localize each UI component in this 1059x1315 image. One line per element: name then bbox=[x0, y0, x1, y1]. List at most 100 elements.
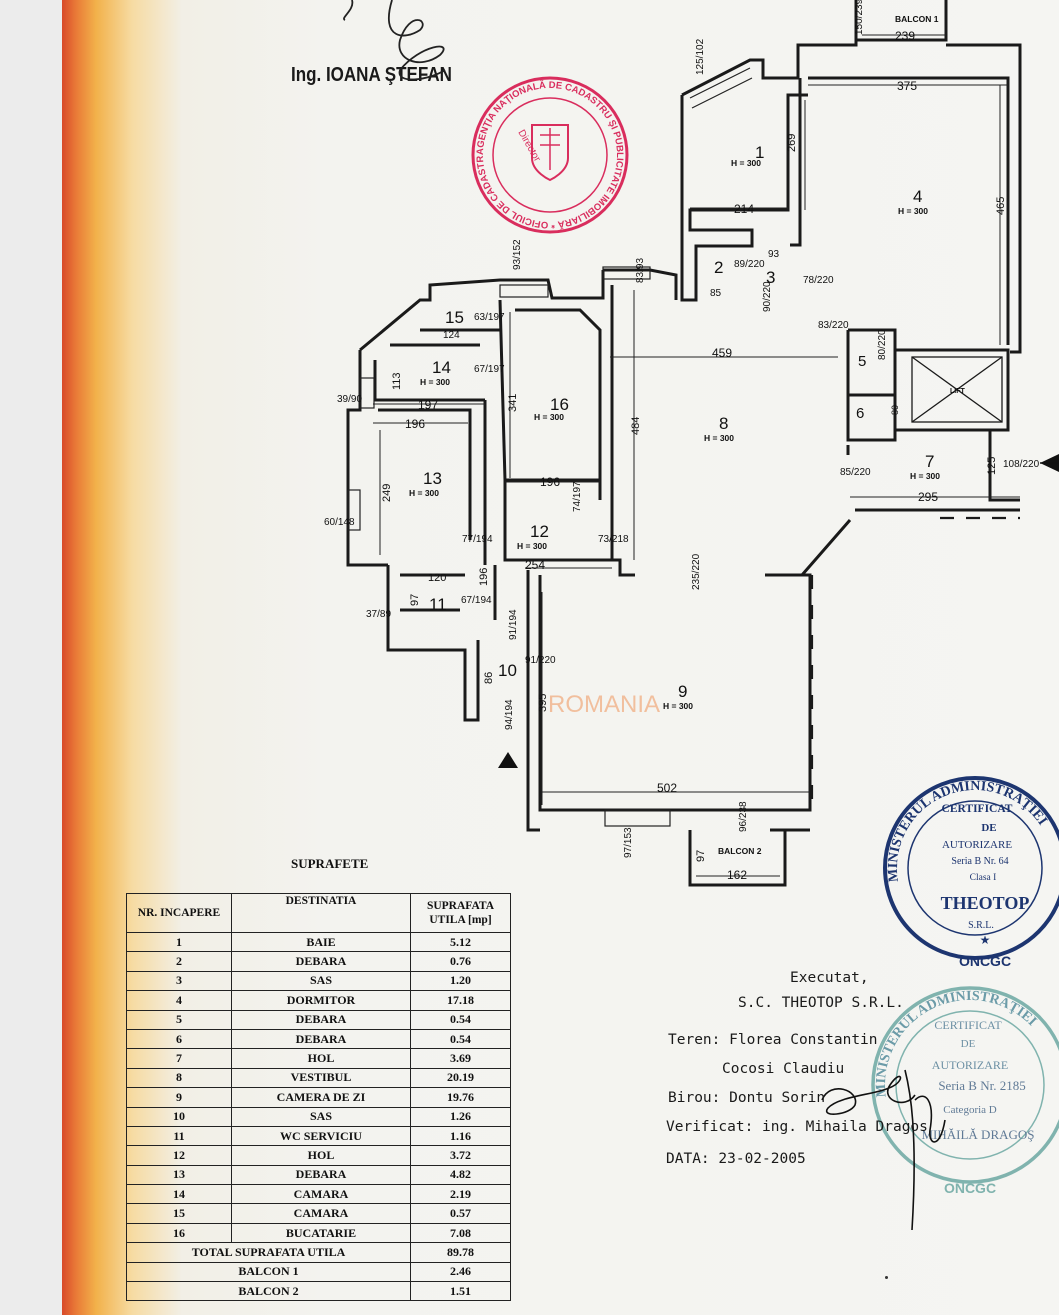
room-number-cell: 11 bbox=[126, 1125, 232, 1147]
balcony-2 bbox=[688, 830, 787, 887]
area-cell: 20.19 bbox=[410, 1067, 511, 1089]
area-cell: 7.08 bbox=[410, 1222, 511, 1244]
dim-fraction: 80/220 bbox=[877, 329, 888, 360]
area-cell: 3.72 bbox=[410, 1145, 511, 1166]
lift-cross bbox=[911, 356, 1003, 423]
destination-cell: SAS bbox=[231, 1106, 411, 1127]
area-cell: 1.16 bbox=[410, 1125, 511, 1147]
verified-by: Verificat: ing. Mihaila Dragos bbox=[666, 1119, 928, 1135]
dim-fraction: 94/194 bbox=[504, 699, 515, 730]
destination-cell: CAMERA DE ZI bbox=[231, 1087, 411, 1108]
room-height-12: H = 300 bbox=[517, 541, 547, 551]
room-number-cell: 14 bbox=[126, 1184, 232, 1205]
executed-label: Executat, bbox=[790, 970, 869, 986]
dim: 124 bbox=[443, 330, 460, 341]
table-title: SUPRAFETE bbox=[291, 856, 369, 871]
lift-label: LIFT bbox=[950, 388, 965, 395]
area-cell: 5.12 bbox=[410, 931, 511, 953]
north-wall-center bbox=[603, 268, 678, 300]
balcony-2-area-value: 1.51 bbox=[410, 1281, 511, 1302]
dim-fraction: 97/153 bbox=[623, 827, 634, 858]
ministry-stamp-2-line2: DE bbox=[961, 1038, 976, 1050]
bathroom-walls bbox=[680, 93, 808, 302]
coat-of-arms-icon bbox=[531, 124, 569, 182]
room-height-7: H = 300 bbox=[910, 471, 940, 481]
room-number-cell: 8 bbox=[126, 1067, 232, 1089]
dim-fraction: 78/220 bbox=[803, 275, 834, 286]
dim-fraction: 150/239 bbox=[854, 0, 865, 35]
destination-cell: WC SERVICIU bbox=[231, 1125, 411, 1147]
room-number-cell: 1 bbox=[126, 931, 232, 953]
dim: 395 bbox=[537, 694, 549, 712]
dim: 249 bbox=[381, 484, 393, 502]
room-number-cell: 15 bbox=[126, 1203, 232, 1224]
dim-fraction: 39/90 bbox=[337, 394, 362, 405]
dim-fraction: 73/218 bbox=[598, 534, 629, 545]
engineer-name: Ing. IOANA ŞTEFAN bbox=[291, 64, 452, 86]
table-balcony-row: BALCON 2 1.51 bbox=[126, 1281, 511, 1302]
dim-fraction: 63/197 bbox=[474, 312, 505, 323]
room-number-6: 6 bbox=[856, 405, 864, 422]
ministry-stamp-line1: CERTIFICAT bbox=[942, 803, 1013, 815]
balcony-2-area-label: BALCON 2 bbox=[126, 1281, 411, 1302]
inner-wall-1 bbox=[790, 78, 802, 247]
ministry-stamp-line6: THEOTOP bbox=[941, 893, 1030, 913]
dim: 269 bbox=[786, 134, 798, 152]
signature-verificat bbox=[904, 1069, 946, 1231]
hall-walls bbox=[483, 285, 635, 577]
agency-stamp-director: Director bbox=[515, 128, 542, 164]
dim-fraction: 108/220 bbox=[1003, 459, 1040, 470]
destination-cell: HOL bbox=[231, 1048, 411, 1069]
total-label: TOTAL SUPRAFATA UTILA bbox=[126, 1242, 411, 1263]
area-cell: 2.19 bbox=[410, 1184, 511, 1205]
ministry-stamp-bottom: ONCGC bbox=[959, 953, 1011, 969]
header-area: SUPRAFATA UTILA [mp] bbox=[410, 893, 511, 933]
ministry-stamp-ring: MINISTERUL ADMINISTRAŢIEI bbox=[886, 779, 1050, 883]
destination-cell: VESTIBUL bbox=[231, 1067, 411, 1089]
ministry-stamp-2-line4: Seria B Nr. 2185 bbox=[938, 1078, 1025, 1093]
area-cell: 19.76 bbox=[410, 1087, 511, 1108]
wc-walls bbox=[386, 565, 480, 722]
header-destination: DESTINATIA bbox=[231, 893, 411, 933]
room-number-cell: 3 bbox=[126, 970, 232, 992]
area-cell: 4.82 bbox=[410, 1164, 511, 1186]
dim: 162 bbox=[727, 868, 747, 882]
ministry-stamp-line2: DE bbox=[981, 822, 996, 834]
dim: 86 bbox=[483, 672, 495, 684]
dim: 341 bbox=[507, 394, 519, 412]
room-number-9: 9 bbox=[678, 682, 687, 701]
balcony-1-area-label: BALCON 1 bbox=[126, 1261, 411, 1283]
dim-fraction: 90/220 bbox=[762, 281, 773, 312]
storage-inner bbox=[373, 360, 485, 540]
ministry-stamp-line4: Seria B Nr. 64 bbox=[951, 856, 1008, 867]
area-cell: 17.18 bbox=[410, 990, 511, 1011]
area-cell: 1.26 bbox=[410, 1106, 511, 1127]
room-number-cell: 5 bbox=[126, 1009, 232, 1030]
dim-fraction: 67/197 bbox=[474, 364, 505, 375]
svg-text:AGENŢIA NAŢIONALĂ DE CADASTRU: AGENŢIA NAŢIONALĂ DE CADASTRU ŞI PUBLICI… bbox=[0, 0, 625, 230]
company-name: S.C. THEOTOP S.R.L. bbox=[738, 995, 904, 1011]
destination-cell: DEBARA bbox=[231, 1028, 411, 1050]
dim: 80 bbox=[890, 405, 900, 415]
watermark-text: ROMANIA bbox=[548, 691, 660, 718]
room-number-10: 10 bbox=[498, 661, 517, 680]
dim: 254 bbox=[525, 558, 545, 572]
dim-fraction: 235/220 bbox=[691, 553, 702, 590]
room-height-16: H = 300 bbox=[534, 412, 564, 422]
room-height-14: H = 300 bbox=[420, 377, 450, 387]
header-room-number: NR. INCAPERE bbox=[126, 893, 232, 933]
room-height-8: H = 300 bbox=[704, 433, 734, 443]
document-date: DATA: 23-02-2005 bbox=[666, 1151, 806, 1167]
dim: 120 bbox=[428, 572, 446, 584]
destination-cell: HOL bbox=[231, 1145, 411, 1166]
table-total-row: TOTAL SUPRAFATA UTILA 89.78 bbox=[126, 1242, 511, 1263]
dim: 239 bbox=[895, 29, 915, 43]
hall-7 bbox=[846, 430, 1020, 502]
dim: 85 bbox=[710, 288, 722, 299]
engineer-signature bbox=[343, 0, 446, 81]
